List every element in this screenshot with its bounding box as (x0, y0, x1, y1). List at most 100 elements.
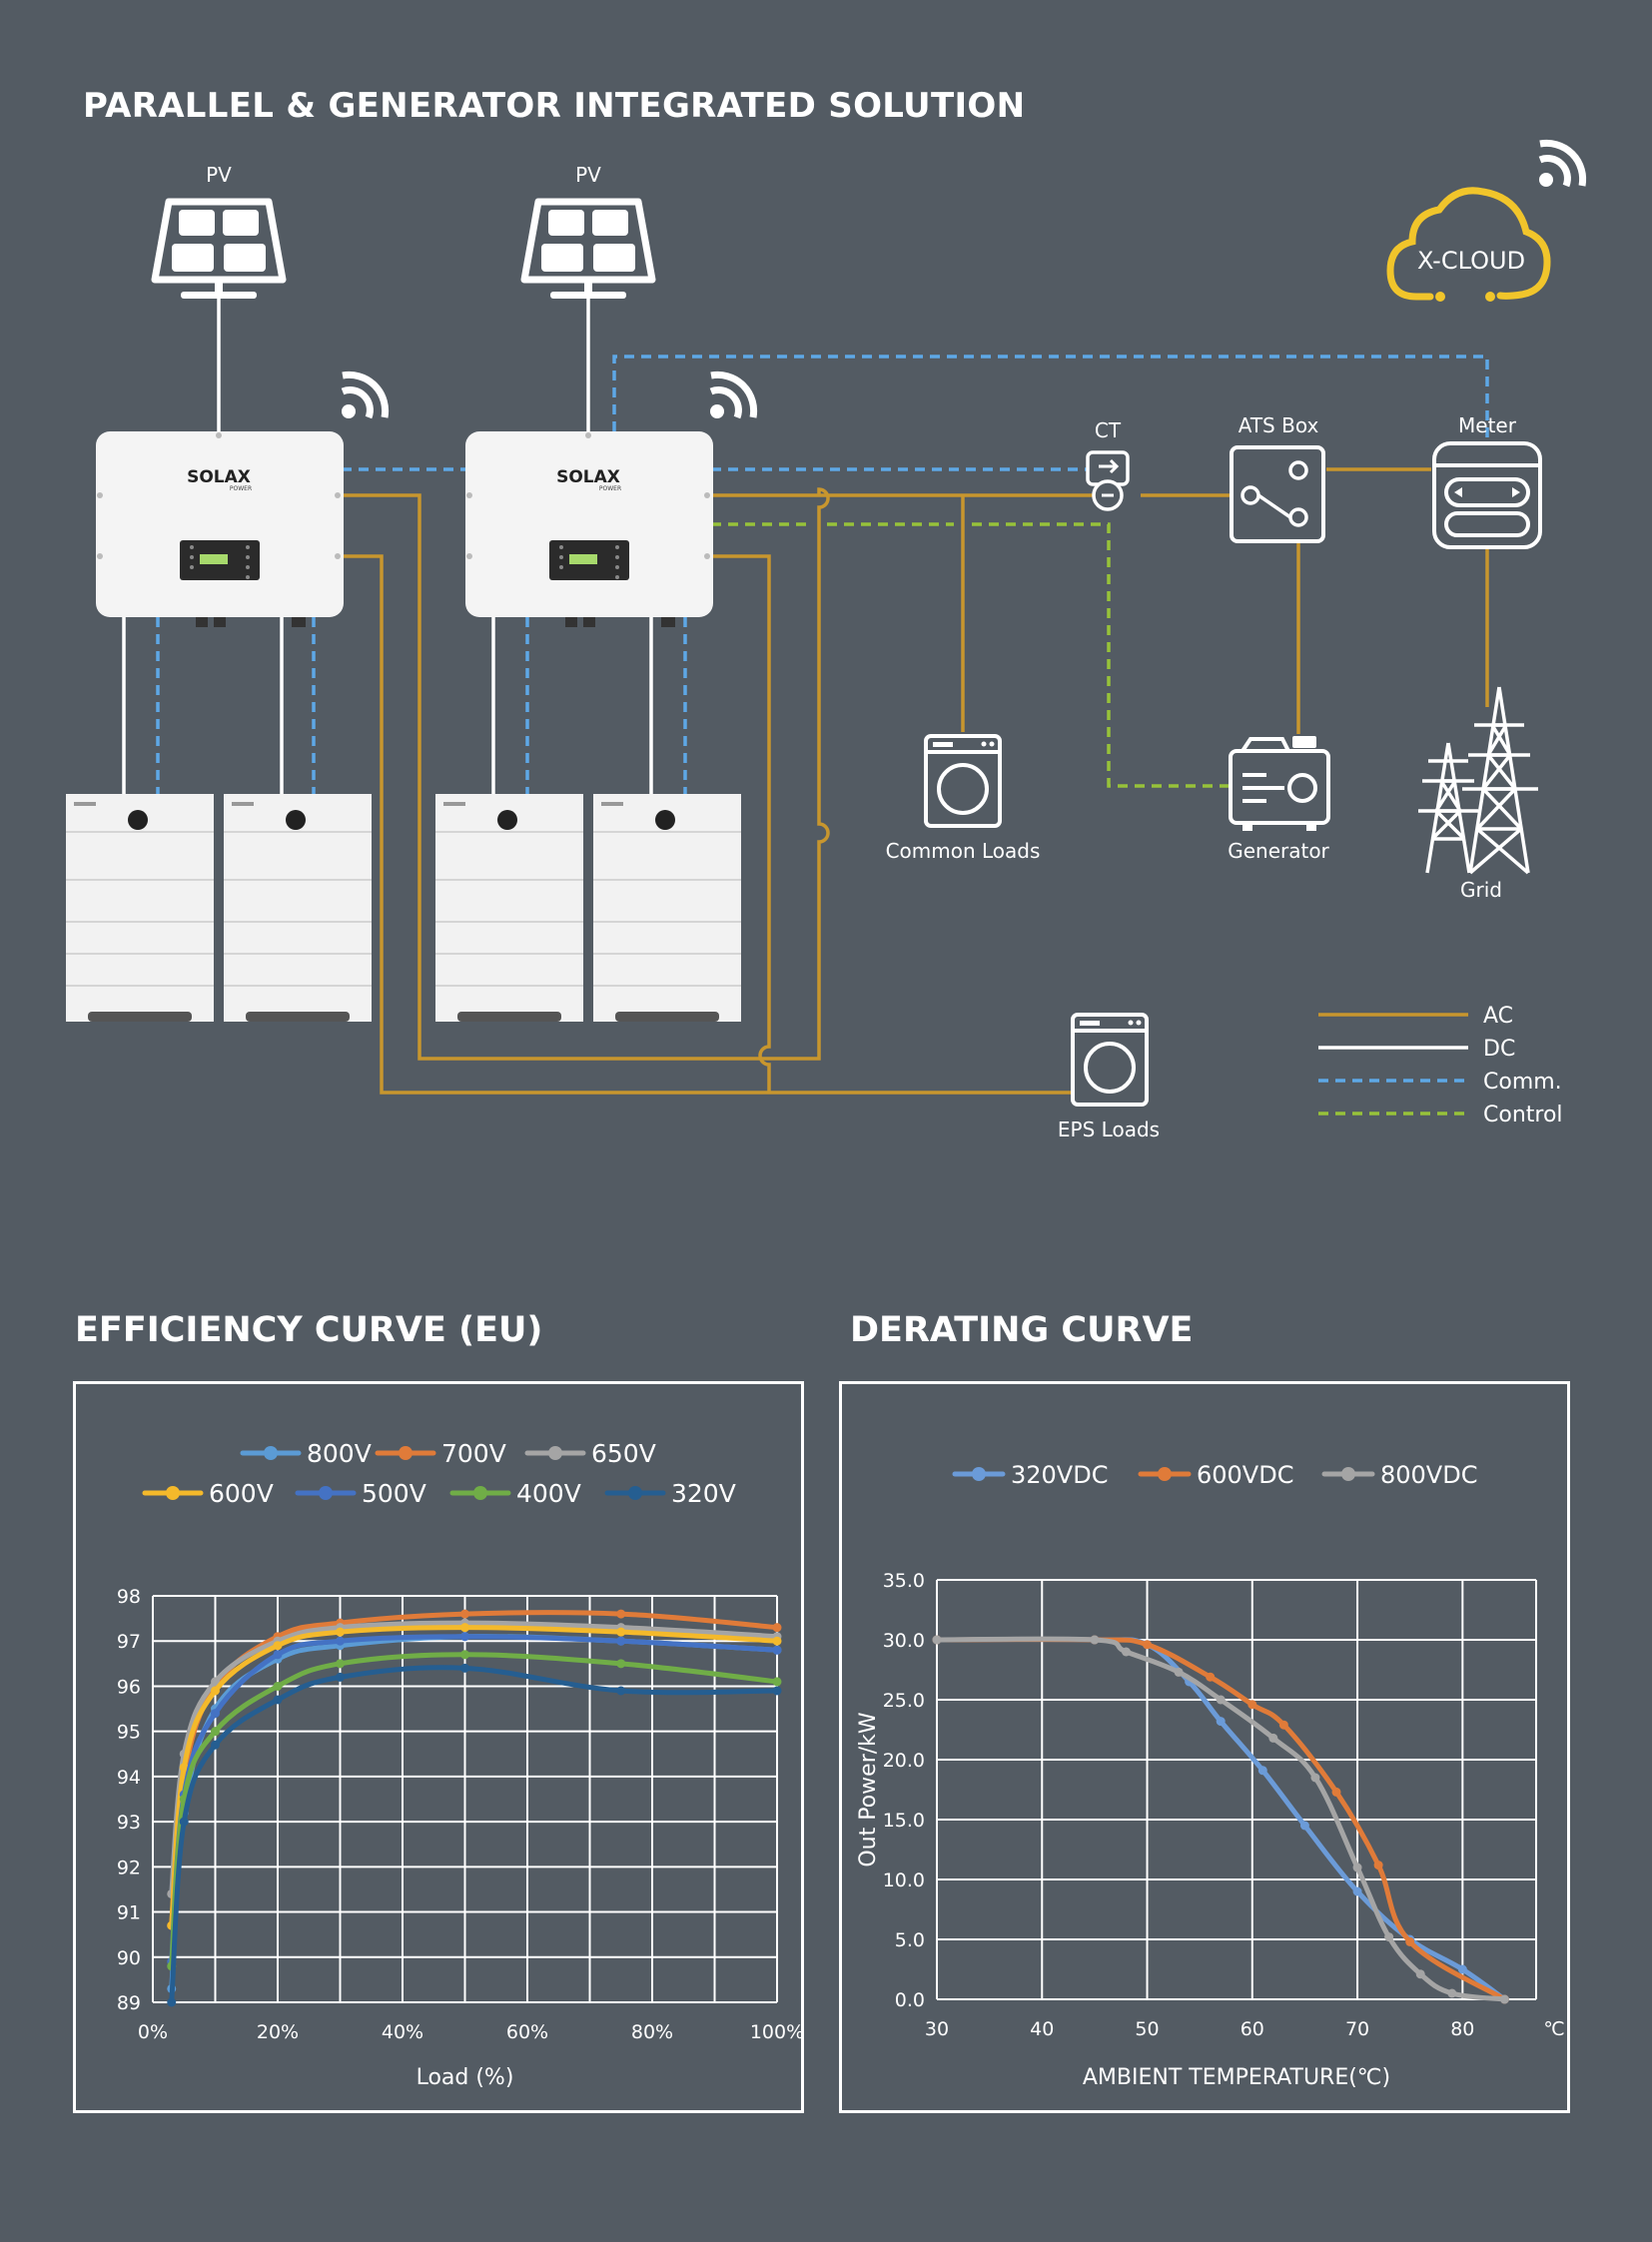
legend-marker-400V (473, 1486, 487, 1500)
data-point-800VDC (1499, 1994, 1509, 2004)
data-point-600V (336, 1627, 345, 1637)
series-line-800V (169, 1634, 780, 1991)
data-point-600V (772, 1636, 782, 1646)
data-point-800VDC (932, 1635, 942, 1645)
data-point-400V (772, 1677, 782, 1687)
data-point-600V (211, 1686, 220, 1696)
data-point-500V (211, 1709, 220, 1719)
diagram-legend: AC DC Comm. Control (1318, 1004, 1563, 1127)
y-tick-label: 97 (117, 1631, 141, 1653)
data-point-500V (460, 1632, 469, 1642)
data-point-700V (772, 1623, 782, 1633)
y-tick-label: 95 (117, 1722, 141, 1744)
legend-label-800V: 800V (307, 1439, 372, 1468)
generator-label: Generator (1228, 839, 1329, 863)
data-point-600VDC (1206, 1672, 1216, 1682)
data-point-800VDC (1415, 1969, 1425, 1979)
legend-label-650V: 650V (591, 1439, 656, 1468)
ct-icon (1086, 450, 1130, 511)
data-point-800VDC (1384, 1932, 1394, 1942)
washer-icon (1071, 1013, 1149, 1107)
y-tick-label: 89 (117, 1992, 141, 2014)
data-point-600VDC (1331, 1787, 1341, 1797)
data-point-800VDC (1216, 1695, 1226, 1705)
efficiency-chart-title: EFFICIENCY CURVE (EU) (75, 1310, 543, 1350)
legend-marker-800VDC (1341, 1467, 1355, 1481)
washer-icon (924, 734, 1002, 828)
x-tick-label: 30 (925, 2018, 949, 2040)
inverter-brand-sub: POWER (599, 485, 621, 492)
legend-label-800VDC: 800VDC (1380, 1461, 1477, 1489)
y-tick-label: 35.0 (883, 1570, 925, 1592)
y-tick-label: 10.0 (883, 1869, 925, 1891)
data-point-320V (211, 1740, 220, 1750)
data-point-400V (460, 1650, 469, 1660)
x-unit-label: ℃ (1543, 2018, 1564, 2040)
legend-label-400V: 400V (516, 1479, 581, 1508)
legend-comm: Comm. (1483, 1070, 1562, 1095)
meter-label: Meter (1458, 413, 1517, 437)
data-point-800VDC (1310, 1773, 1320, 1783)
data-point-500V (336, 1636, 345, 1646)
data-point-600VDC (1373, 1861, 1383, 1870)
x-tick-label: 80% (631, 2021, 673, 2043)
y-tick-label: 98 (117, 1586, 141, 1608)
pv-label-1: PV (206, 163, 232, 187)
data-point-800VDC (1268, 1733, 1278, 1743)
legend-marker-500V (319, 1486, 333, 1500)
data-point-400V (211, 1727, 220, 1737)
x-axis-label: Load (%) (416, 2065, 514, 2090)
ats-box-label: ATS Box (1239, 413, 1319, 437)
inverter-brand: SOLAX (187, 467, 251, 487)
data-point-600VDC (1278, 1720, 1288, 1730)
x-tick-label: 80 (1450, 2018, 1474, 2040)
y-tick-label: 25.0 (883, 1690, 925, 1712)
legend-marker-320VDC (972, 1467, 986, 1481)
battery-2 (223, 793, 373, 1023)
legend-label-500V: 500V (362, 1479, 426, 1508)
inverter-1: SOLAX POWER (96, 431, 344, 627)
legend-marker-600V (166, 1486, 180, 1500)
x-axis-label: AMBIENT TEMPERATURE(℃) (1083, 2065, 1390, 2090)
data-point-800VDC (1090, 1635, 1100, 1645)
data-point-320V (179, 1817, 189, 1827)
y-tick-label: 15.0 (883, 1810, 925, 1832)
battery-3 (434, 793, 584, 1023)
ats-box-icon (1230, 445, 1325, 543)
wifi-icon (342, 374, 386, 418)
data-point-320VDC (1352, 1886, 1362, 1896)
legend-label-600V: 600V (209, 1479, 274, 1508)
battery-1 (65, 793, 215, 1023)
data-point-650V (211, 1677, 220, 1687)
x-tick-label: 50 (1135, 2018, 1159, 2040)
data-point-400V (336, 1659, 345, 1669)
data-point-320V (273, 1695, 283, 1705)
data-point-600V (616, 1627, 626, 1637)
y-tick-label: 92 (117, 1857, 141, 1878)
data-point-800VDC (1121, 1647, 1131, 1657)
legend-label-600VDC: 600VDC (1197, 1461, 1293, 1489)
x-tick-label: 60 (1240, 2018, 1264, 2040)
legend-ac: AC (1483, 1004, 1513, 1029)
data-point-700V (616, 1609, 626, 1619)
data-point-600V (273, 1641, 283, 1651)
common-loads-label: Common Loads (886, 839, 1041, 863)
data-point-320V (336, 1672, 345, 1682)
wifi-icon (710, 374, 754, 418)
legend-label-320VDC: 320VDC (1011, 1461, 1108, 1489)
data-point-320V (616, 1686, 626, 1696)
data-point-320V (772, 1686, 782, 1696)
legend-dc: DC (1483, 1037, 1515, 1062)
y-tick-label: 90 (117, 1947, 141, 1969)
data-point-400V (273, 1681, 283, 1691)
y-tick-label: 0.0 (895, 1989, 925, 2011)
x-cloud-icon: X-CLOUD (1386, 187, 1551, 302)
grid-tower-icon (1418, 686, 1538, 875)
x-tick-label: 60% (506, 2021, 548, 2043)
y-axis-label: Out Power/kW (856, 1712, 881, 1868)
y-tick-label: 20.0 (883, 1750, 925, 1772)
y-tick-label: 91 (117, 1902, 141, 1924)
data-point-320VDC (1299, 1821, 1309, 1831)
data-point-600VDC (1405, 1936, 1415, 1946)
data-point-600VDC (1143, 1640, 1153, 1650)
